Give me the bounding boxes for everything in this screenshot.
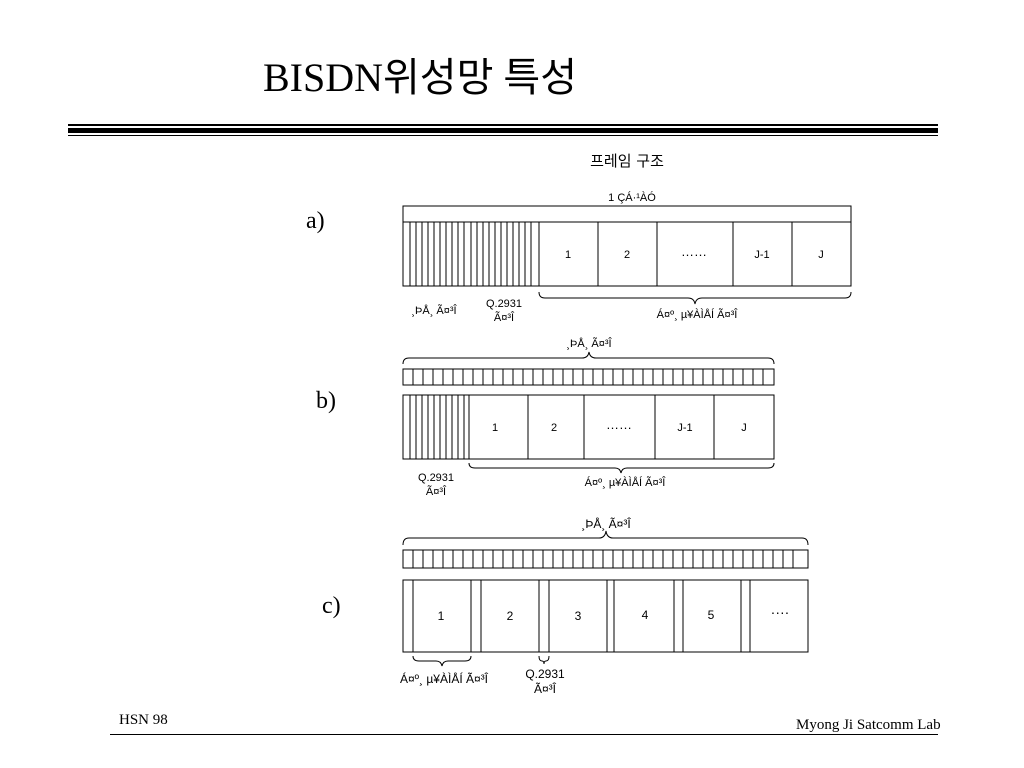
b-meta-strip-ticks bbox=[412, 369, 764, 385]
a-meta-channel-columns bbox=[409, 222, 465, 286]
c-q2931-label-line1: Q.2931 bbox=[525, 667, 565, 681]
a-frame-box bbox=[402, 221, 852, 287]
c-meta-channel-label: ¸ÞÅ¸ Ã¤³Î bbox=[581, 516, 631, 531]
b-data-channel-label: Á¤º¸ µ¥ÀÌÅÍ Ã¤³Î bbox=[585, 476, 667, 489]
c-slot-1: 1 bbox=[438, 609, 445, 623]
b-meta-channel-brace bbox=[402, 351, 775, 365]
b-meta-channel-label: ¸ÞÅ¸ Ã¤³Î bbox=[566, 337, 612, 350]
a-q2931-label-line1: Q.2931 bbox=[486, 298, 522, 310]
a-frame-span-bracket bbox=[402, 205, 852, 222]
c-slot-2: 2 bbox=[507, 609, 514, 623]
b-slot-1: 1 bbox=[492, 422, 498, 434]
a-q2931-label-line2: Ã¤³Î bbox=[494, 311, 515, 324]
a-meta-channel-label: ¸ÞÅ¸ Ã¤³Î bbox=[411, 304, 457, 317]
b-q2931-label-line2: Ã¤³Î bbox=[426, 485, 447, 498]
b-q2931-channel-columns bbox=[409, 395, 465, 459]
b-slot-ellipsis: …… bbox=[606, 417, 632, 432]
b-slot-2: 2 bbox=[551, 422, 557, 434]
a-slot-j: J bbox=[818, 249, 824, 261]
a-data-channel-brace bbox=[538, 291, 852, 305]
footer-left: HSN 98 bbox=[119, 712, 168, 728]
c-meta-strip-ticks bbox=[412, 550, 794, 568]
c-q2931-brace bbox=[538, 655, 550, 665]
c-data-channel-label: Á¤º¸ µ¥ÀÌÅÍ Ã¤³Î bbox=[400, 671, 489, 686]
b-frame-box bbox=[402, 394, 775, 460]
a-slot-ellipsis: …… bbox=[681, 244, 707, 259]
c-q2931-label-line2: Ã¤³Î bbox=[534, 681, 557, 696]
c-slot-3: 3 bbox=[575, 609, 582, 623]
c-slot-5: 5 bbox=[708, 608, 715, 622]
b-data-channel-brace bbox=[468, 462, 775, 474]
frame-caption: 프레임 구조 bbox=[590, 152, 664, 170]
c-slot-ellipsis: ···· bbox=[771, 604, 790, 620]
footer-right: Myong Ji Satcomm Lab bbox=[796, 717, 941, 733]
title-rule-bottom bbox=[68, 135, 938, 136]
a-slot-j-1: J-1 bbox=[754, 249, 769, 261]
section-b-label: b) bbox=[316, 388, 336, 414]
b-meta-strip bbox=[402, 368, 775, 386]
slide-title: BISDN위성망 특성 bbox=[262, 55, 578, 100]
c-frame-box bbox=[402, 579, 809, 653]
b-slot-j-1: J-1 bbox=[677, 422, 692, 434]
a-slot-1: 1 bbox=[565, 249, 571, 261]
title-rule-top bbox=[68, 124, 938, 126]
a-data-channel-label: Á¤º¸ µ¥ÀÌÅÍ Ã¤³Î bbox=[657, 308, 739, 321]
title-rule-thick bbox=[68, 128, 938, 133]
a-slot-2: 2 bbox=[624, 249, 630, 261]
a-frame-span-label: 1 ÇÁ·¹ÀÓ bbox=[608, 191, 656, 204]
section-a-label: a) bbox=[306, 208, 325, 234]
section-c-label: c) bbox=[322, 593, 341, 619]
c-meta-strip bbox=[402, 549, 809, 569]
a-q2931-channel-columns bbox=[470, 222, 532, 286]
c-data-channel-brace bbox=[412, 655, 472, 667]
c-slot-4: 4 bbox=[642, 608, 649, 622]
b-q2931-label-line1: Q.2931 bbox=[418, 472, 454, 484]
c-meta-channel-brace bbox=[402, 530, 809, 546]
b-slot-j: J bbox=[741, 422, 747, 434]
footer-rule bbox=[110, 734, 938, 735]
